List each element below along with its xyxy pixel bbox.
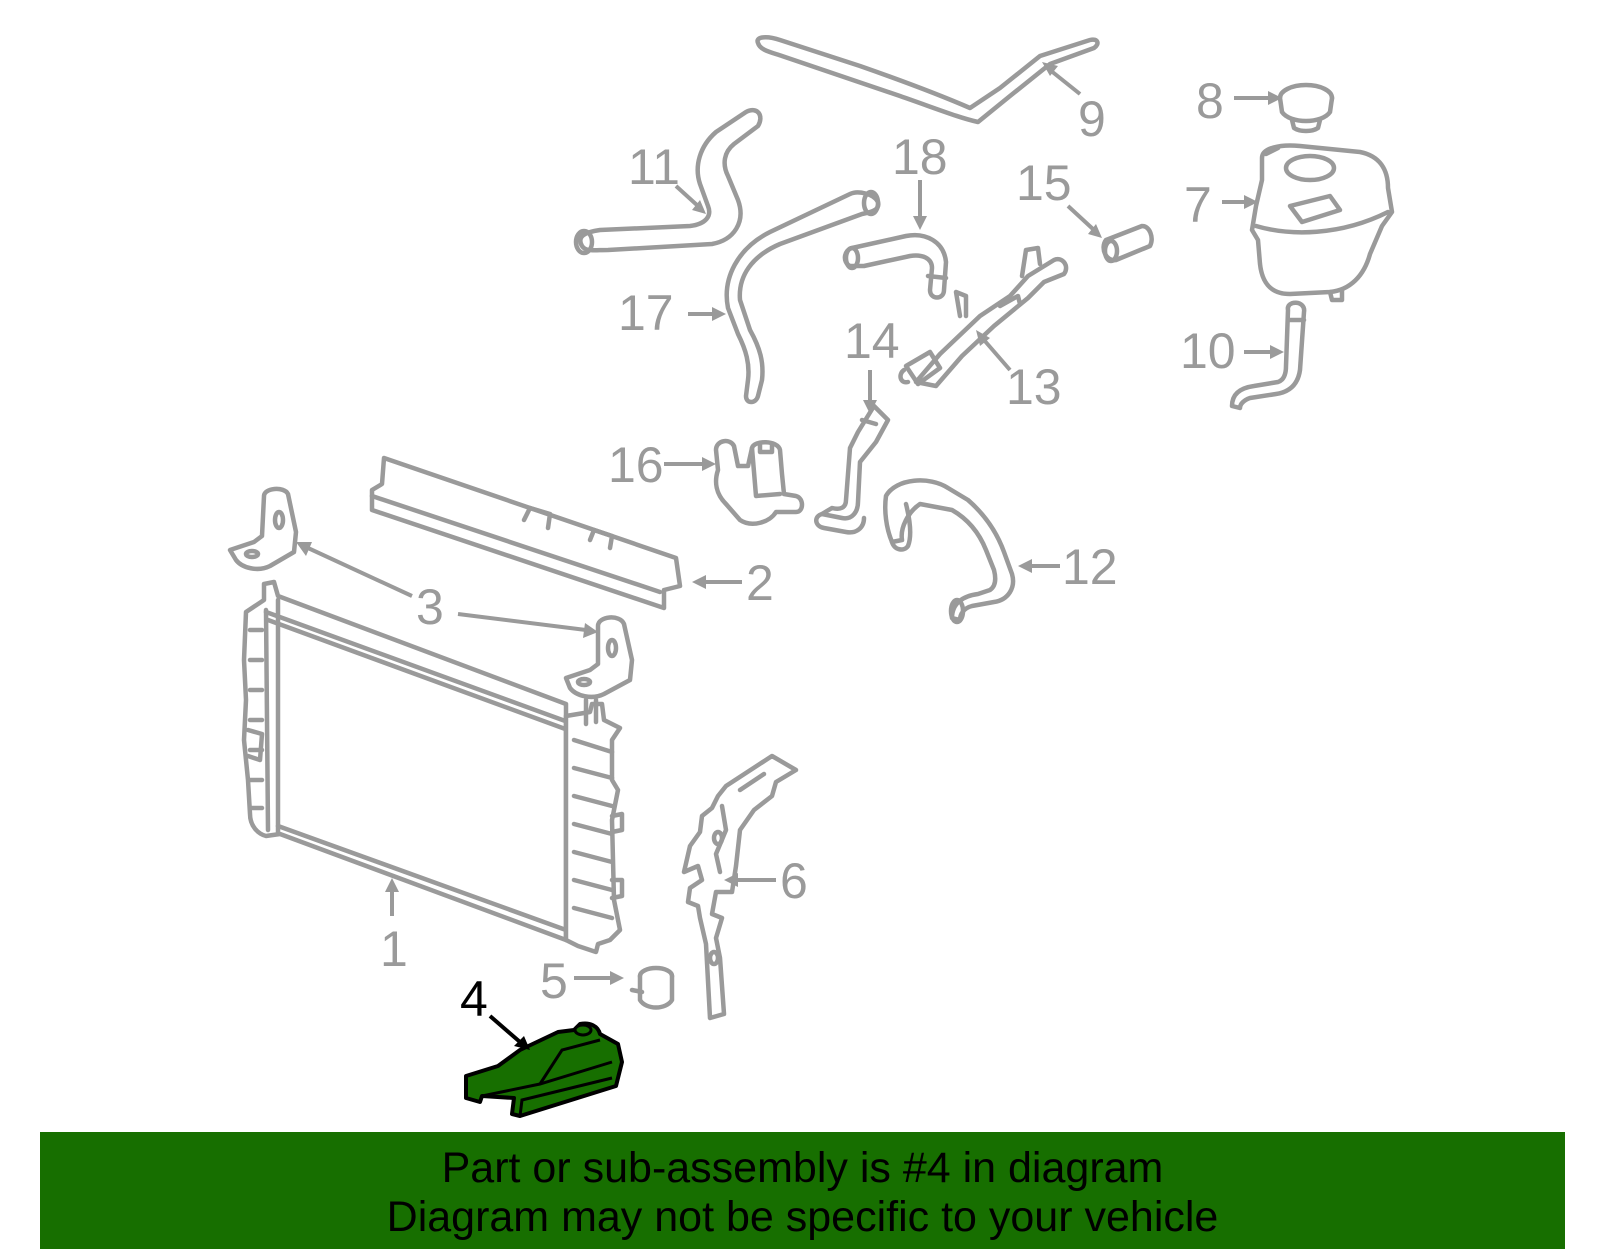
part-1-radiator[interactable] — [241, 579, 625, 955]
leader-arrows — [296, 62, 1284, 1050]
callout-5: 5 — [540, 953, 568, 1009]
part-12-hose[interactable] — [883, 478, 1016, 625]
callout-15: 15 — [1016, 155, 1072, 211]
callout-12: 12 — [1062, 539, 1118, 595]
banner-line-2: Diagram may not be specific to your vehi… — [386, 1193, 1219, 1241]
part-15-fitting[interactable] — [1101, 223, 1154, 264]
part-9-hose[interactable] — [755, 35, 1100, 125]
part-5-grommet[interactable] — [629, 965, 675, 1010]
part-17-hose[interactable] — [724, 189, 881, 405]
callout-3: 3 — [416, 579, 444, 635]
part-6-side-baffle[interactable] — [681, 753, 799, 1021]
callout-14: 14 — [844, 313, 900, 369]
callout-18: 18 — [892, 129, 948, 185]
callout-8: 8 — [1196, 73, 1224, 129]
part-11-hose[interactable] — [573, 108, 763, 256]
part-3-upper-bracket[interactable] — [227, 486, 299, 572]
callout-1: 1 — [380, 921, 408, 977]
part-3-lower-bracket[interactable] — [563, 615, 635, 700]
callout-2: 2 — [746, 555, 774, 611]
part-16-valve[interactable] — [713, 438, 805, 526]
callout-4: 4 — [460, 971, 488, 1027]
callout-6: 6 — [780, 853, 808, 909]
callout-10: 10 — [1180, 323, 1236, 379]
part-10-hose[interactable] — [1229, 300, 1307, 411]
part-18-hose[interactable] — [842, 232, 949, 300]
callout-16: 16 — [608, 437, 664, 493]
part-8-cap[interactable] — [1277, 82, 1335, 134]
callout-11: 11 — [628, 139, 680, 195]
callout-17: 17 — [618, 285, 674, 341]
callout-7: 7 — [1184, 177, 1212, 233]
part-4-lower-deflector[interactable] — [464, 1021, 624, 1118]
part-2-air-baffle[interactable] — [369, 455, 683, 611]
callout-13: 13 — [1006, 359, 1062, 415]
part-13-pipe[interactable] — [898, 245, 1069, 389]
callout-9: 9 — [1078, 91, 1106, 147]
part-14-bracket-pipe[interactable] — [814, 403, 891, 535]
banner-line-1: Part or sub-assembly is #4 in diagram — [441, 1144, 1164, 1192]
info-banner: Part or sub-assembly is #4 in diagram Di… — [40, 1132, 1565, 1249]
part-7-reservoir-tank[interactable] — [1249, 143, 1395, 303]
